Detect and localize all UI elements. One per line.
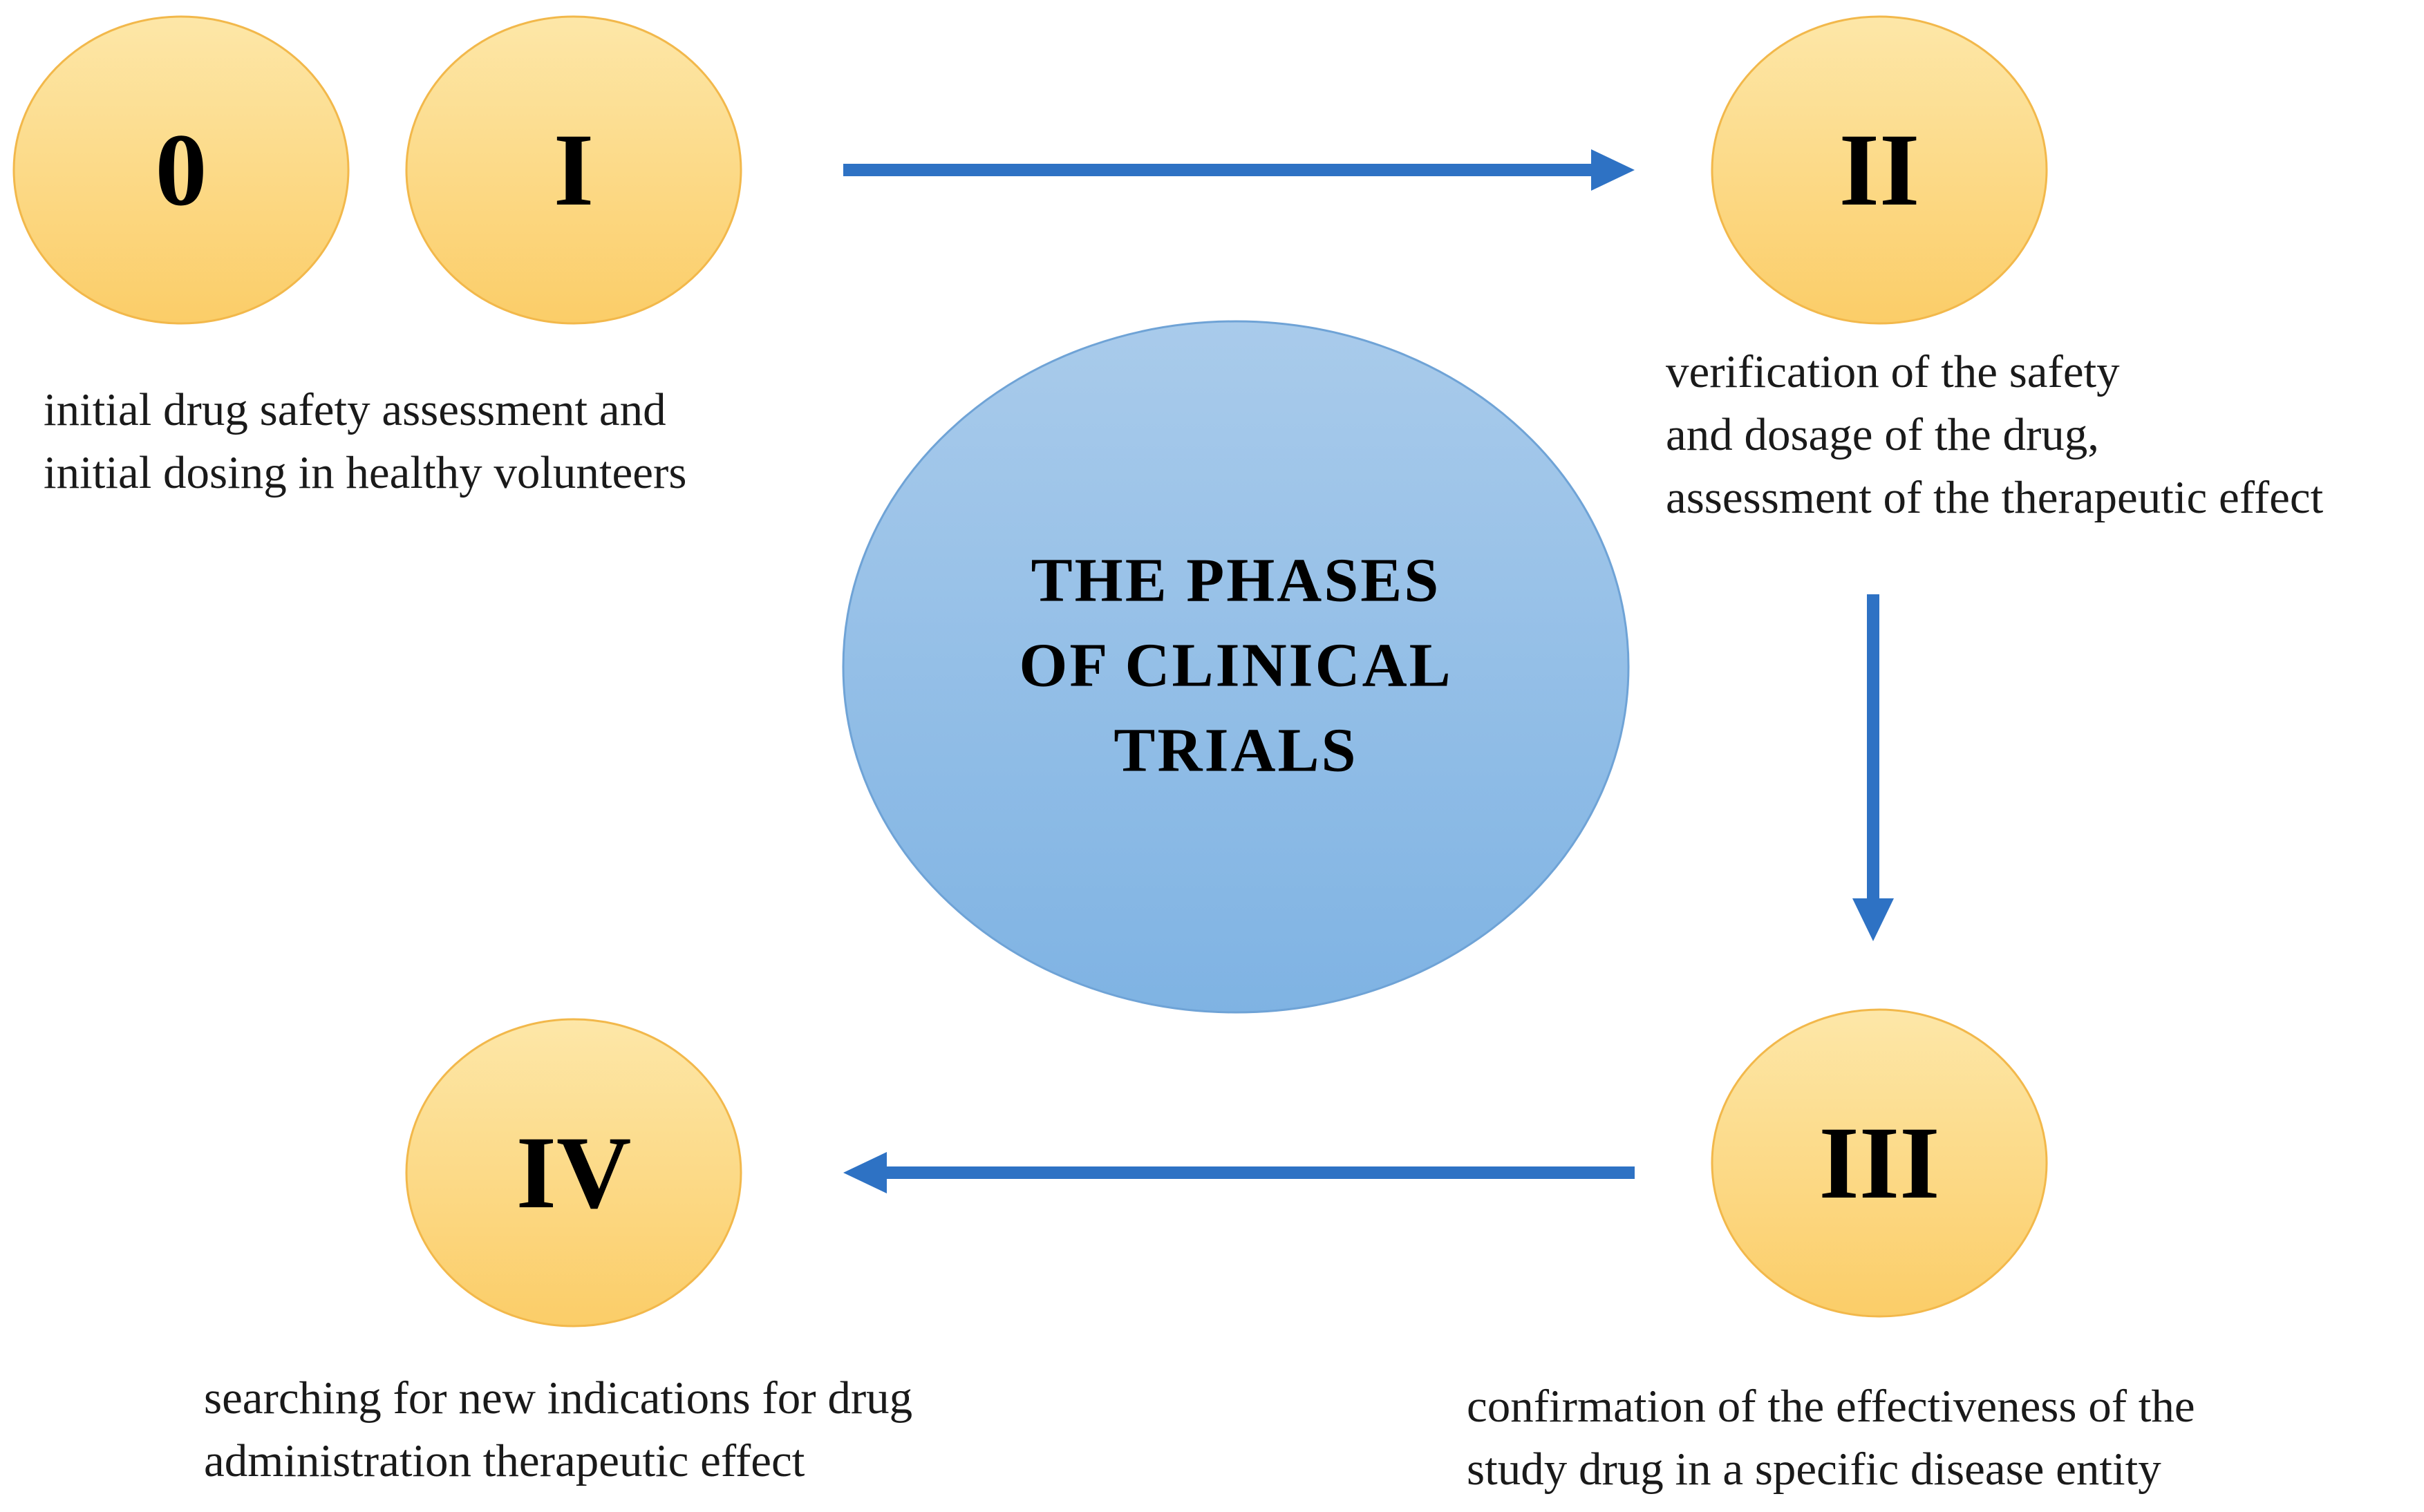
description-line: verification of the safety xyxy=(1666,346,2120,397)
phase-circle xyxy=(1711,1008,2048,1318)
phase-circle xyxy=(1711,15,2048,325)
center-title-line-1: THE PHASES xyxy=(1031,547,1441,615)
center-title-line-3: TRIALS xyxy=(1114,717,1357,785)
description-line: administration therapeutic effect xyxy=(204,1435,805,1486)
phase-label: I xyxy=(554,113,594,227)
phase-label: III xyxy=(1819,1106,1939,1220)
description-line: searching for new indications for drug xyxy=(204,1372,913,1424)
phase-circle xyxy=(405,15,742,325)
center-title-line-2: OF CLINICAL xyxy=(1019,632,1452,700)
phase-node-3: III xyxy=(1711,1008,2048,1318)
phase-0-1-description: initial drug safety assessment and initi… xyxy=(44,379,686,504)
phase-node-0: 0 xyxy=(12,15,350,325)
phase-2-description: verification of the safety and dosage of… xyxy=(1666,341,2323,529)
center-node: THE PHASES OF CLINICAL TRIALS xyxy=(842,320,1630,1014)
description-line: confirmation of the effectiveness of the xyxy=(1467,1381,2195,1432)
description-line: initial drug safety assessment and xyxy=(44,384,666,435)
arrow-phase-2-to-3 xyxy=(1852,594,1894,941)
phase-label: IV xyxy=(516,1115,632,1230)
phase-3-description: confirmation of the effectiveness of the… xyxy=(1467,1375,2195,1501)
center-circle xyxy=(842,320,1630,1014)
phase-circle xyxy=(405,1018,742,1327)
phase-circle xyxy=(12,15,350,325)
description-line: study drug in a specific disease entity xyxy=(1467,1444,2161,1495)
phase-label: 0 xyxy=(156,113,207,227)
arrow-phase-1-to-2 xyxy=(843,149,1635,191)
phase-node-2: II xyxy=(1711,15,2048,325)
arrow-phase-3-to-4 xyxy=(843,1152,1635,1193)
description-line: initial dosing in healthy volunteers xyxy=(44,447,687,498)
phase-node-4: IV xyxy=(405,1018,742,1327)
description-line: and dosage of the drug, xyxy=(1666,409,2100,460)
phase-node-1: I xyxy=(405,15,742,325)
phase-4-description: searching for new indications for drug a… xyxy=(204,1367,912,1493)
phase-label: II xyxy=(1839,113,1920,227)
description-line: assessment of the therapeutic effect xyxy=(1666,472,2324,523)
flow-arrows xyxy=(843,149,1894,1193)
